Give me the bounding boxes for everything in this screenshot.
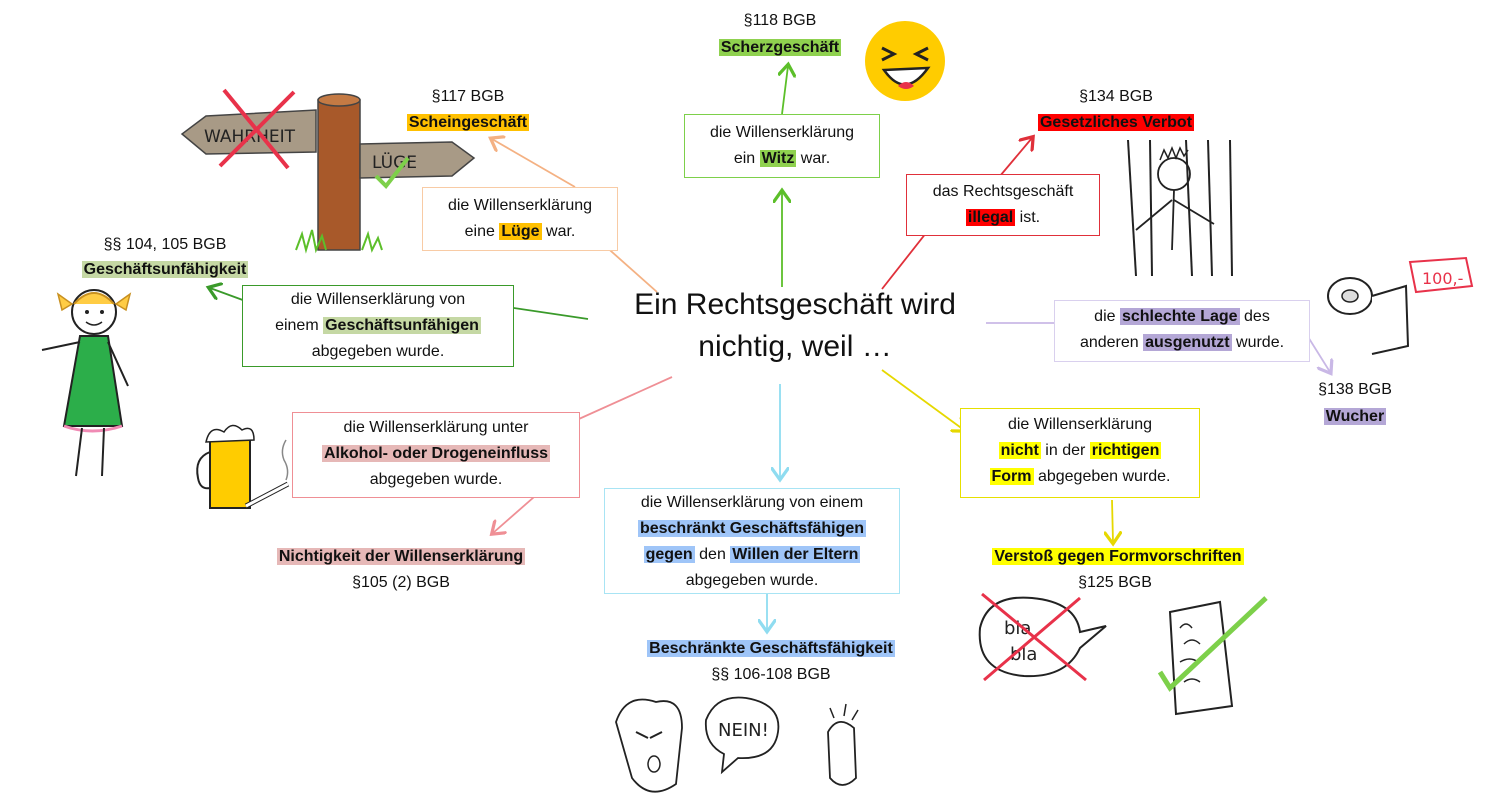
wucher-label: Wucher	[1323, 408, 1387, 425]
alkohol-box-line1: die Willenserklärung unter	[343, 419, 529, 436]
beschraenkt-box-line2: beschränkt Geschäftsfähigen	[637, 520, 867, 537]
unfaehig-label: Geschäftsunfähigkeit	[81, 261, 249, 278]
scherz-label-wrap: Scherzgeschäft	[700, 35, 860, 61]
arguing-parent-and-child-icon: NEIN!	[615, 696, 859, 793]
form-box-line2: nicht in der richtigen	[998, 442, 1162, 459]
girl-figure-icon	[41, 289, 132, 477]
form-paragraph: §125 BGB	[1078, 574, 1152, 591]
bla-text-1: bla	[1004, 618, 1031, 639]
form-box: die Willenserklärung nicht in der richti…	[960, 408, 1200, 498]
alkohol-box-line3: abgegeben wurde.	[369, 471, 503, 488]
schein-box: die Willenserklärung eine Lüge war.	[422, 187, 618, 251]
arrow-to-scherz-label	[782, 66, 788, 115]
wucher-box: die schlechte Lage des anderen ausgenutz…	[1054, 300, 1310, 362]
scherz-label: Scherzgeschäft	[718, 39, 842, 56]
wucher-label-wrap: Wucher	[1290, 404, 1420, 430]
scherz-box-line1: die Willenserklärung	[709, 124, 855, 141]
beschraenkt-label-wrap: Beschränkte Geschäftsfähigkeit	[616, 636, 926, 662]
scherz-box: die Willenserklärung ein Witz war.	[684, 114, 880, 178]
signpost-icon: WAHRHEIT LÜGE	[180, 88, 476, 254]
wucher-box-line2: anderen ausgenutzt wurde.	[1079, 334, 1285, 351]
arrow-to-verbot-label	[999, 138, 1032, 177]
schein-box-line2: eine Lüge war.	[464, 223, 576, 240]
beschraenkt-box-line3: gegen den Willen der Eltern	[643, 546, 861, 563]
verbot-box-line1: das Rechtsgeschäft	[932, 183, 1074, 200]
laughing-smiley-icon	[865, 21, 945, 101]
form-label: Verstoß gegen Formvorschriften	[992, 548, 1244, 565]
unfaehig-box: die Willenserklärung von einem Geschäfts…	[242, 285, 514, 367]
beschraenkt-box-line4: abgegeben wurde.	[685, 572, 819, 589]
verbot-label-wrap: Gesetzliches Verbot	[1016, 110, 1216, 136]
scherz-paragraph: §118 BGB	[743, 12, 817, 29]
form-box-line3: Form abgegeben wurde.	[989, 468, 1171, 485]
bla-text-2: bla	[1010, 644, 1037, 665]
beschraenkt-paragraph: §§ 106-108 BGB	[711, 666, 831, 683]
alkohol-label-wrap: Nichtigkeit der Willenserklärung	[236, 544, 566, 570]
schein-label-wrap: Scheingeschäft	[398, 110, 538, 136]
schein-paragraph: §117 BGB	[431, 88, 505, 105]
unfaehig-box-line1: die Willenserklärung von	[290, 291, 466, 308]
beschraenkt-box: die Willenserklärung von einem beschränk…	[604, 488, 900, 594]
beschraenkt-box-line1: die Willenserklärung von einem	[640, 494, 864, 511]
beer-and-joint-icon	[196, 424, 290, 509]
wucher-box-line1: die schlechte Lage des	[1094, 308, 1270, 325]
wucher-paragraph: §138 BGB	[1318, 381, 1392, 398]
unfaehig-paragraph: §§ 104, 105 BGB	[103, 236, 227, 253]
form-label-wrap: Verstoß gegen Formvorschriften	[968, 544, 1268, 570]
arrow-to-form-box	[881, 369, 964, 430]
alkohol-box-line2: Alkohol- oder Drogeneinfluss	[321, 445, 550, 462]
schein-box-line1: die Willenserklärung	[447, 197, 593, 214]
unfaehig-label-wrap: Geschäftsunfähigkeit	[60, 257, 270, 283]
bla-bla-crossed-and-document-checked-icon: bla bla	[978, 592, 1268, 716]
central-line-2: nichtig, weil …	[698, 330, 892, 363]
verbot-box-line2: illegal ist.	[965, 209, 1041, 226]
verbot-label: Gesetzliches Verbot	[1037, 114, 1195, 131]
speech-bubble-text: NEIN!	[718, 720, 769, 741]
arrow-to-schein-label	[492, 139, 576, 188]
price-tag-text: 100,-	[1422, 269, 1463, 288]
alkohol-label: Nichtigkeit der Willenserklärung	[276, 548, 526, 565]
verbot-box: das Rechtsgeschäft illegal ist.	[906, 174, 1100, 236]
prisoner-behind-bars-icon	[1127, 140, 1233, 277]
schein-label: Scheingeschäft	[406, 114, 530, 131]
arrow-to-form-label	[1112, 499, 1113, 542]
scherz-box-line2: ein Witz war.	[733, 150, 831, 167]
verbot-paragraph: §134 BGB	[1079, 88, 1153, 105]
beschraenkt-label: Beschränkte Geschäftsfähigkeit	[647, 640, 895, 657]
toilet-paper-price-tag-icon: 100,-	[1327, 256, 1474, 355]
central-line-1: Ein Rechtsgeschäft wird	[634, 288, 956, 321]
form-box-line1: die Willenserklärung	[1007, 416, 1153, 433]
unfaehig-box-line2: einem Geschäftsunfähigen	[275, 317, 481, 334]
unfaehig-box-line3: abgegeben wurde.	[311, 343, 445, 360]
signpost-right-text: LÜGE	[372, 151, 417, 173]
central-question: Ein Rechtsgeschäft wird nichtig, weil …	[600, 284, 990, 368]
alkohol-box: die Willenserklärung unter Alkohol- oder…	[292, 412, 580, 498]
alkohol-paragraph: §105 (2) BGB	[352, 574, 450, 591]
